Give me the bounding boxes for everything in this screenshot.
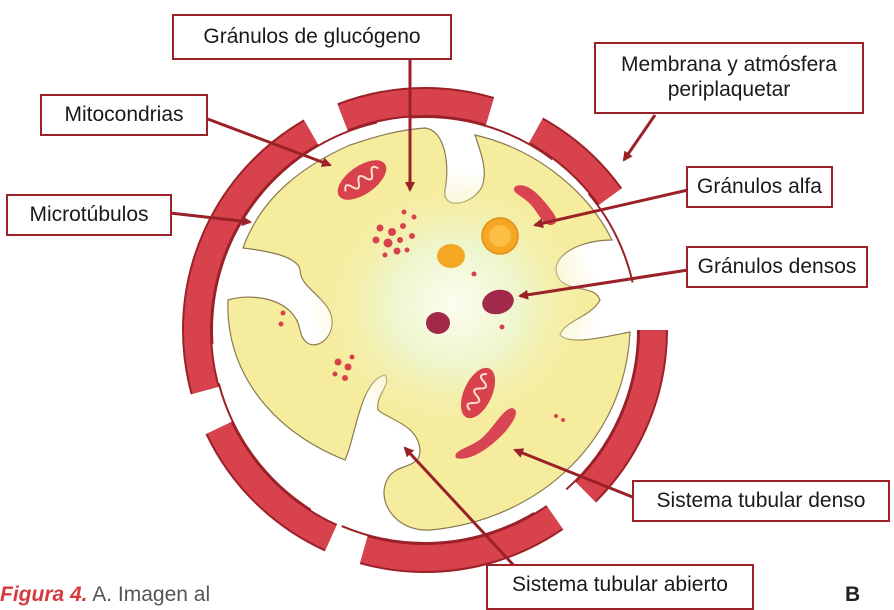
label-dense-granules: Gránulos densos <box>686 246 868 288</box>
label-microtubules: Microtúbulos <box>6 194 172 236</box>
figure-number: Figura 4. <box>0 583 88 606</box>
caption-text: A. Imagen al <box>88 583 211 606</box>
label-membrane: Membrana y atmósfera periplaquetar <box>594 42 864 114</box>
label-alpha-granules: Gránulos alfa <box>686 166 833 208</box>
label-open-tubular-system: Sistema tubular abierto <box>486 564 754 610</box>
center-glow <box>310 170 600 440</box>
label-mitochondria: Mitocondrias <box>40 94 208 136</box>
label-glycogen-granules: Gránulos de glucógeno <box>172 14 452 60</box>
panel-letter: B <box>845 583 860 607</box>
label-dense-tubular-system: Sistema tubular denso <box>632 480 890 522</box>
figure-caption: Figura 4. A. Imagen al <box>0 583 210 607</box>
